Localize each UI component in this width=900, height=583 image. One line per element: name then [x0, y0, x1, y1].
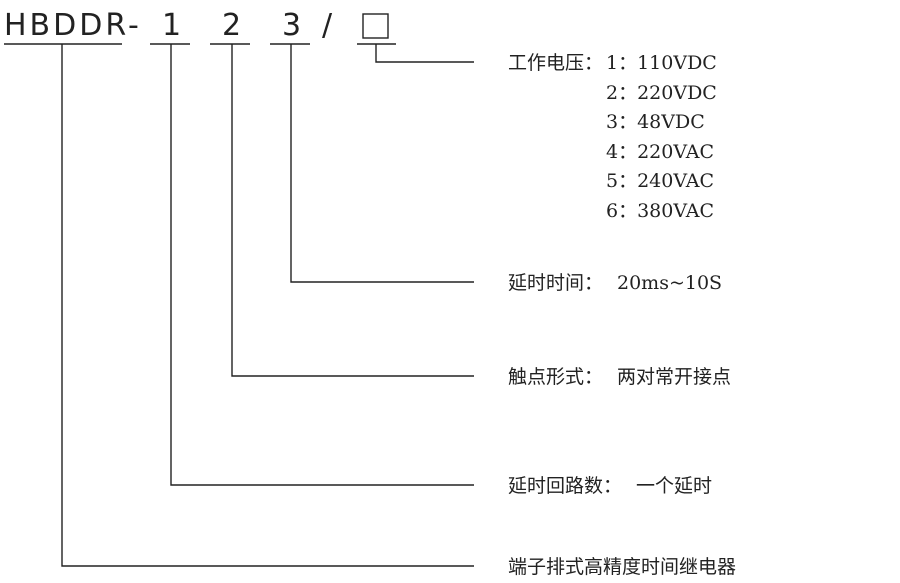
- model-prefix: HBDDR: [4, 8, 129, 43]
- contact-form-value: 两对常开接点: [617, 366, 731, 388]
- model-digit-2: 2: [222, 8, 244, 43]
- leader-delay-time: [290, 44, 474, 283]
- voltage-option: 1：110VDC: [606, 52, 717, 74]
- model-dash: -: [128, 8, 142, 43]
- model-digit-3: 3: [282, 8, 304, 43]
- leader-lines: [61, 44, 474, 567]
- voltage-option: 3：48VDC: [606, 111, 705, 133]
- contact-form-block: 触点形式： 两对常开接点: [508, 366, 731, 388]
- leader-voltage: [375, 44, 474, 63]
- delay-time-block: 延时时间： 20ms~10S: [508, 272, 722, 294]
- voltage-option: 2：220VDC: [606, 82, 717, 104]
- voltage-title: 工作电压：: [508, 52, 603, 74]
- delay-time-title: 延时时间：: [508, 272, 603, 294]
- voltage-option: 4：220VAC: [606, 141, 714, 163]
- leader-delay-circuits: [170, 44, 474, 486]
- model-slash: /: [322, 8, 335, 43]
- leader-product-name: [61, 44, 474, 567]
- voltage-option: 5：240VAC: [606, 170, 714, 192]
- delay-circuits-title: 延时回路数：: [508, 475, 622, 497]
- voltage-block: 工作电压： 1：110VDC 2：220VDC 3：48VDC 4：220VAC…: [508, 52, 717, 222]
- leader-contact-form: [231, 44, 474, 377]
- model-option-box: [362, 13, 389, 39]
- delay-circuits-value: 一个延时: [636, 475, 712, 497]
- model-digit-1: 1: [162, 8, 184, 43]
- delay-time-value: 20ms~10S: [617, 272, 722, 294]
- model-code: HBDDR - 1 2 3 /: [4, 8, 389, 43]
- voltage-option: 6：380VAC: [606, 200, 714, 222]
- delay-circuits-block: 延时回路数： 一个延时: [508, 475, 712, 497]
- product-name: 端子排式高精度时间继电器: [508, 556, 736, 578]
- contact-form-title: 触点形式：: [508, 366, 603, 388]
